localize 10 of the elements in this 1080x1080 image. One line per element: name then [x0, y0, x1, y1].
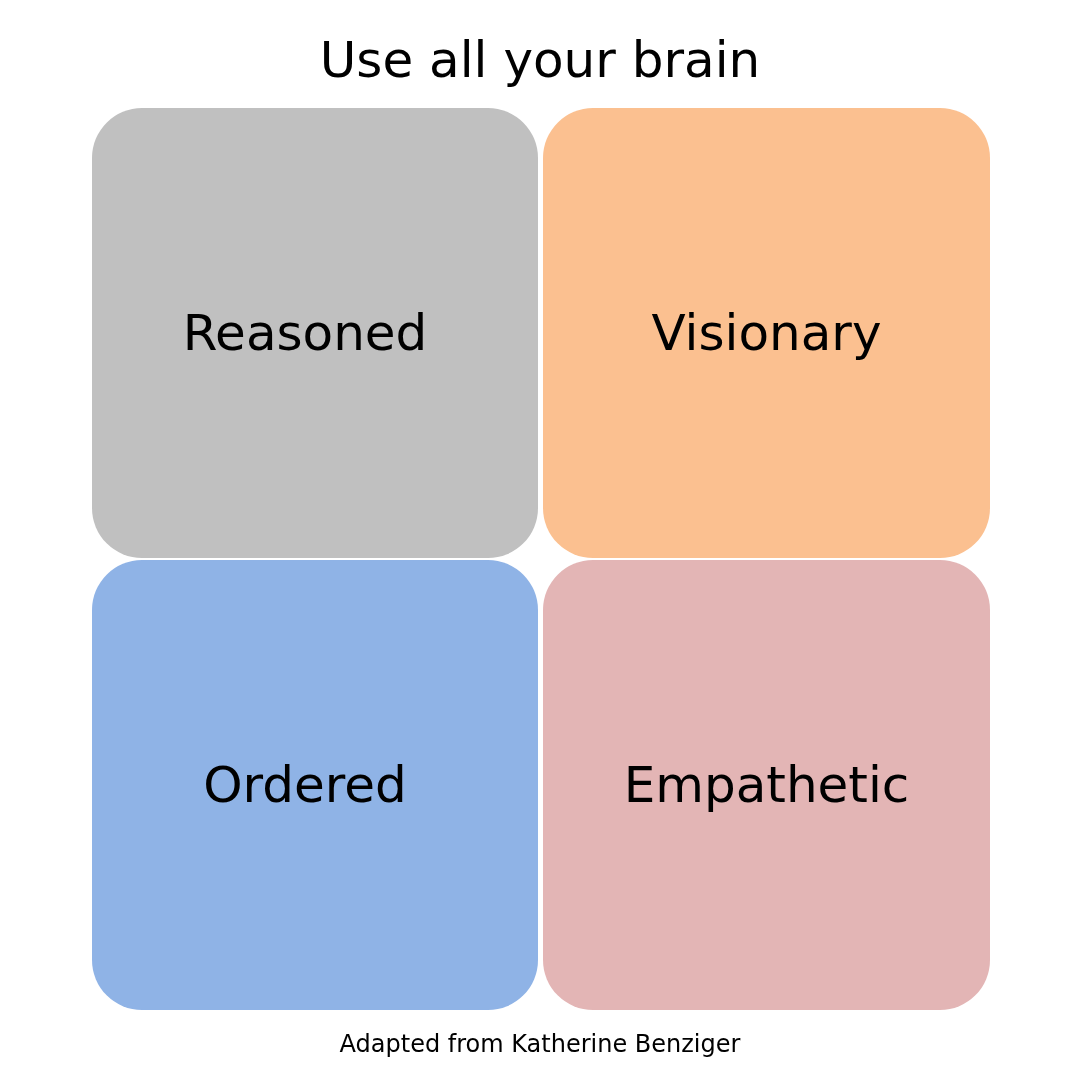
diagram-title: Use all your brain: [319, 30, 761, 91]
quadrant-panel: [92, 108, 538, 558]
quadrant-panel: [543, 560, 990, 1010]
quadrant-label: Reasoned: [182, 303, 428, 363]
quadrant-label: Ordered: [203, 755, 407, 815]
caption: Adapted from Katherine Benziger: [339, 1029, 741, 1060]
quadrant-panel: [92, 560, 538, 1010]
quadrant-label: Visionary: [651, 303, 882, 363]
quadrant-label: Empathetic: [623, 755, 910, 815]
quadrant-panel: [543, 108, 990, 558]
